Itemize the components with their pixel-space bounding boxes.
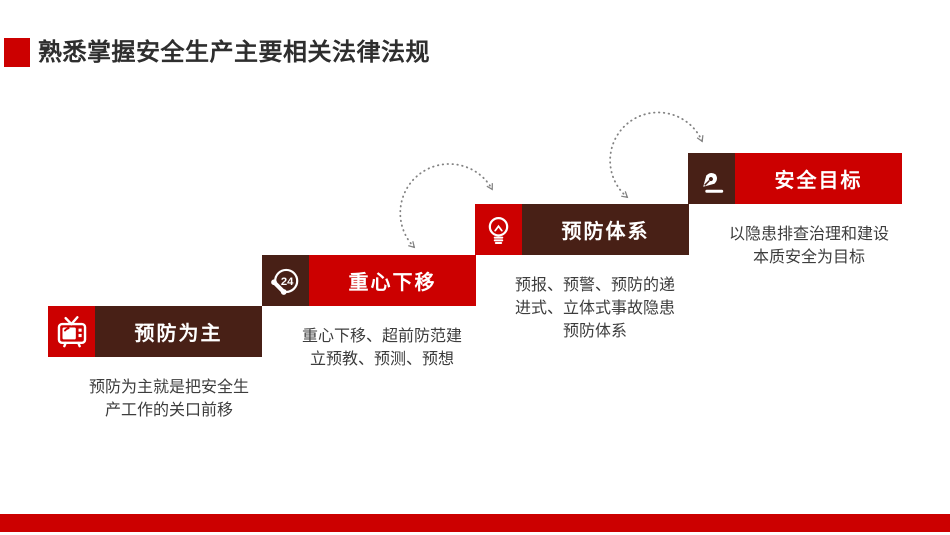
step-2: 24 重心下移 xyxy=(262,255,476,306)
step-3-description: 预报、预警、预防的递 进式、立体式事故隐患 预防体系 xyxy=(514,277,675,340)
footer-bar xyxy=(0,514,950,532)
slide-title: 熟悉掌握安全生产主要相关法律法规 xyxy=(38,39,430,66)
phone-24-icon: 24 xyxy=(262,255,309,306)
step-3-label: 预防体系 xyxy=(561,221,650,243)
step-3: 预防体系 xyxy=(475,204,689,255)
pen-icon xyxy=(688,153,735,204)
step-1-label-box: 预防为主 xyxy=(95,306,262,357)
phone-badge-text: 24 xyxy=(281,276,294,288)
title-bullet-square xyxy=(4,38,30,67)
step-4-label: 安全目标 xyxy=(774,170,863,192)
step-2-label-box: 重心下移 xyxy=(309,255,476,306)
step-1: 预防为主 xyxy=(48,306,262,357)
step-2-label: 重心下移 xyxy=(348,272,437,294)
step-4-description: 以隐患排查治理和建设 本质安全为目标 xyxy=(728,226,889,266)
step-1-description: 预防为主就是把安全生 产工作的关口前移 xyxy=(88,379,249,419)
step-4: 安全目标 xyxy=(688,153,902,204)
step-1-label: 预防为主 xyxy=(134,323,223,345)
step-4-label-box: 安全目标 xyxy=(735,153,902,204)
lightbulb-icon xyxy=(475,204,522,255)
tv-icon xyxy=(48,306,95,357)
step-2-description: 重心下移、超前防范建 立预教、预测、预想 xyxy=(301,328,462,368)
step-3-label-box: 预防体系 xyxy=(522,204,689,255)
